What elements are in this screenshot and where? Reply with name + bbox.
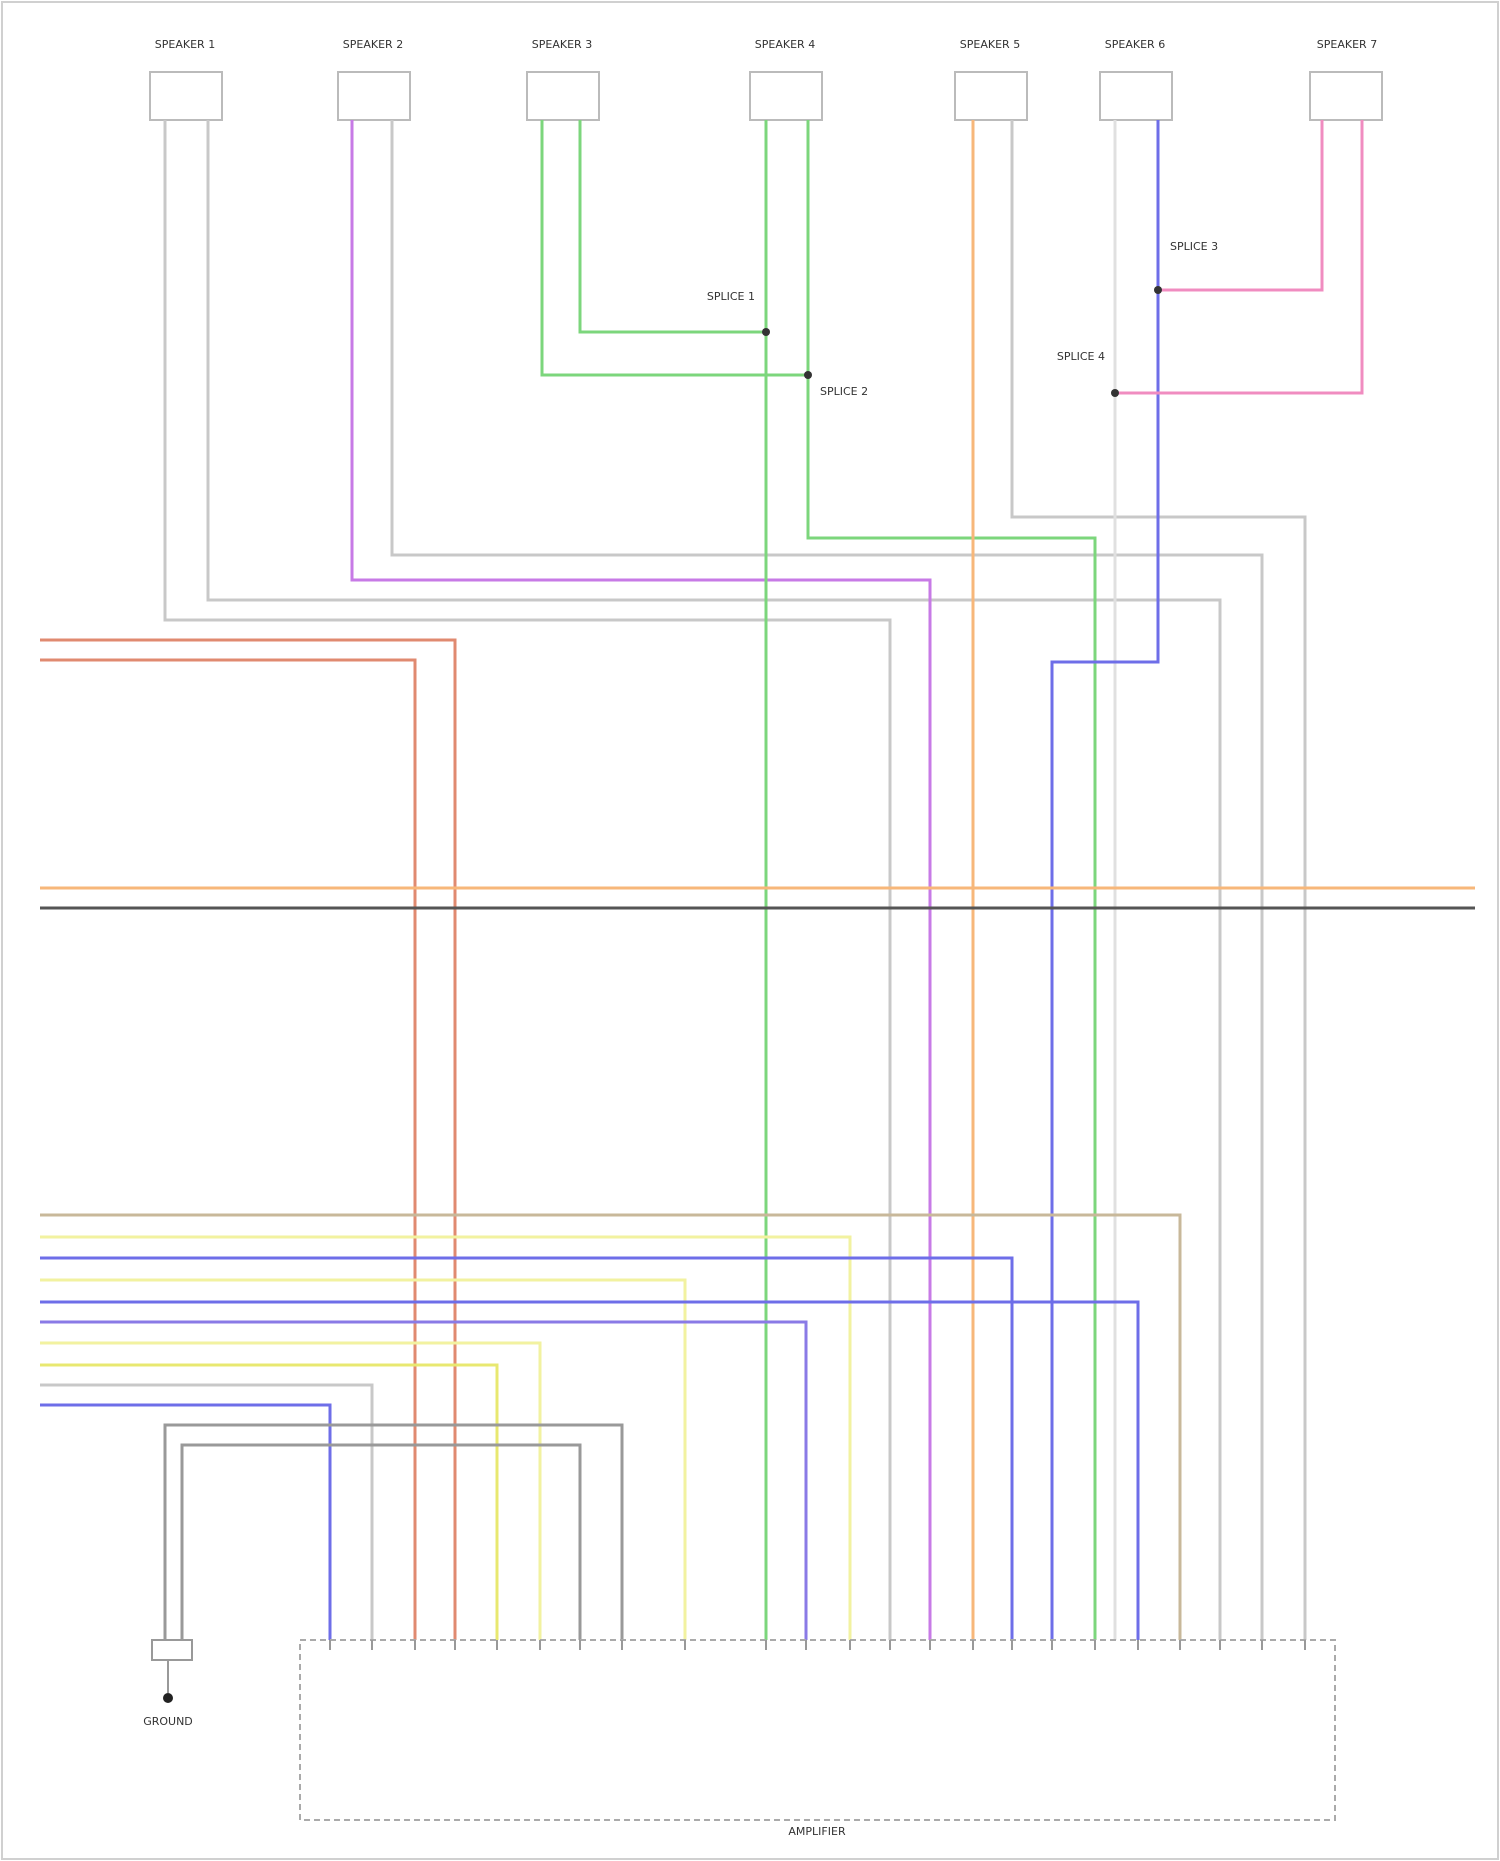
splice-point-4 (1111, 389, 1119, 397)
speaker-label-7: SPEAKER 7 (1317, 38, 1377, 51)
splice-point-2 (804, 371, 812, 379)
splice-point-1 (762, 328, 770, 336)
splice-label-4: SPLICE 4 (1057, 350, 1105, 363)
speaker-connector-3: SPEAKER 3 (527, 38, 599, 120)
wire-s6-blue (1052, 120, 1158, 1640)
wire-s2-purple (352, 120, 930, 1640)
wire-left-red-a (40, 640, 455, 1640)
speaker-label-4: SPEAKER 4 (755, 38, 815, 51)
wire-low-yellow-1 (40, 1237, 850, 1640)
wire-s1-a (165, 120, 890, 1640)
wire-s7-pink-b (1115, 120, 1362, 393)
ground-point (163, 1693, 173, 1703)
speaker-label-1: SPEAKER 1 (155, 38, 215, 51)
wire-left-red-b (40, 660, 415, 1640)
wire-low-yellow-3 (40, 1343, 540, 1640)
wire-low-blue-3 (40, 1405, 330, 1640)
speaker-connector-6: SPEAKER 6 (1100, 38, 1172, 120)
speaker-connector-5: SPEAKER 5 (955, 38, 1027, 120)
amplifier-module (300, 1640, 1335, 1820)
splice-label-1: SPLICE 1 (707, 290, 755, 303)
wire-ground-a (165, 1425, 622, 1640)
wire-low-blue-1 (40, 1258, 1012, 1640)
speaker-label-6: SPEAKER 6 (1105, 38, 1165, 51)
wire-s1-b (208, 120, 1220, 1640)
speaker-label-3: SPEAKER 3 (532, 38, 592, 51)
splice-label-2: SPLICE 2 (820, 385, 868, 398)
wire-s7-pink-a (1158, 120, 1322, 290)
splice-label-3: SPLICE 3 (1170, 240, 1218, 253)
splice-point-3 (1154, 286, 1162, 294)
speaker-connector-1: SPEAKER 1 (150, 38, 222, 120)
speaker-connector-7: SPEAKER 7 (1310, 38, 1382, 120)
speaker-label-5: SPEAKER 5 (960, 38, 1020, 51)
wire-s2-b (392, 120, 1262, 1640)
speaker-connector-4: SPEAKER 4 (750, 38, 822, 120)
speaker-connector-2: SPEAKER 2 (338, 38, 410, 120)
ground-connector (152, 1640, 192, 1660)
module-pins (330, 1640, 1305, 1650)
module-label: AMPLIFIER (788, 1825, 846, 1838)
wire-low-yellow-2 (40, 1280, 685, 1640)
wire-s3-green-a (542, 120, 808, 375)
wire-low-purple (40, 1322, 806, 1640)
ground-label: GROUND (143, 1715, 193, 1728)
wire-ground-b (182, 1445, 580, 1640)
wire-low-gray (40, 1385, 372, 1640)
speaker-label-2: SPEAKER 2 (343, 38, 403, 51)
